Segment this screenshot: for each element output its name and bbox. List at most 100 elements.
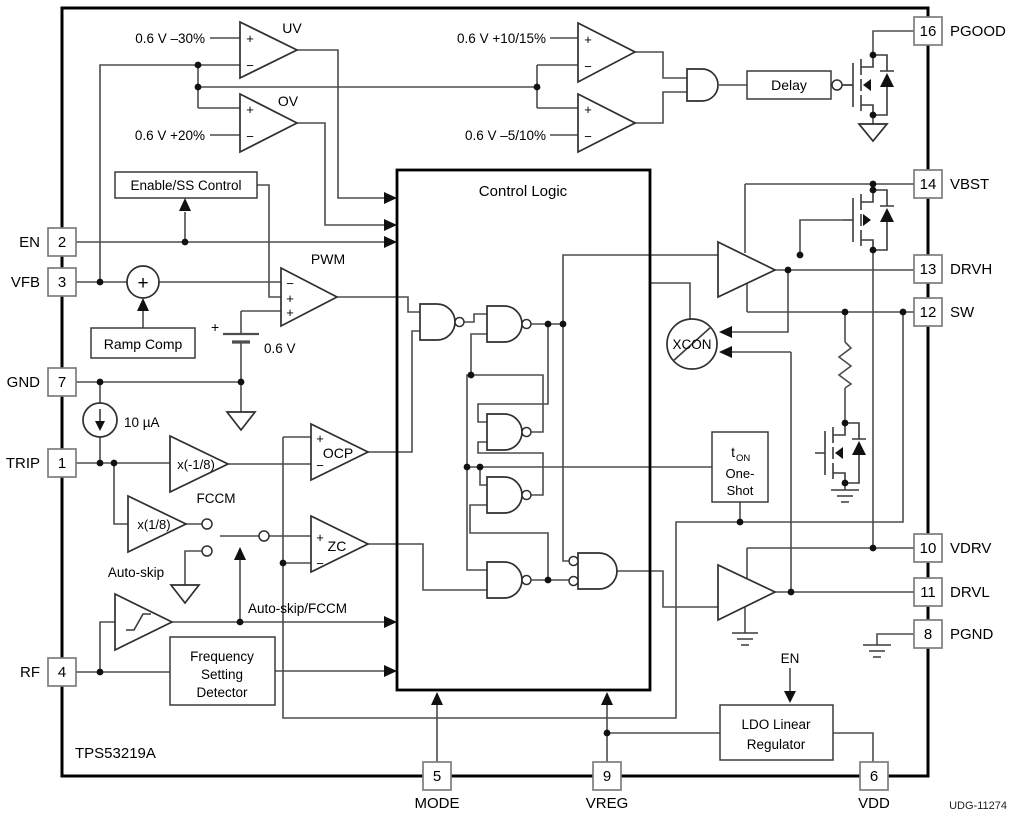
pin-drvl: 11 DRVL: [913, 577, 990, 607]
pin-gnd: 7 GND: [7, 367, 77, 397]
pin-vfb: 3 VFB: [11, 267, 77, 297]
pin-drvl-number: 11: [920, 584, 936, 601]
arrowheads: [137, 192, 796, 705]
pin-sw: 12 SW: [913, 297, 975, 327]
ground-icon-sw-fet: [831, 489, 859, 503]
pin-mode: 5 MODE: [415, 761, 460, 812]
zc-minus: −: [316, 556, 324, 571]
nmos-sw-icon: [815, 419, 866, 487]
low-side-driver: [717, 563, 777, 622]
pin-vbst: 14 VBST: [913, 169, 989, 199]
pin-trip-number: 1: [58, 455, 66, 472]
freq-label-2: Setting: [201, 667, 243, 682]
pin-drvh-name: DRVH: [950, 261, 992, 278]
ground-icon-gnd: [225, 411, 257, 432]
ocp-gain-amp: x(-1/8): [169, 434, 230, 494]
pin-vdrv-name: VDRV: [950, 540, 991, 557]
fccm-label: FCCM: [197, 491, 236, 506]
ocp-plus: +: [316, 431, 324, 446]
pwm-plus1: +: [286, 291, 294, 306]
hysteresis-icon: [126, 613, 151, 631]
ground-icons: [169, 123, 891, 658]
ramp-comp-block: Ramp Comp: [90, 327, 196, 359]
en-internal-label: EN: [781, 651, 800, 666]
pin-vfb-name: VFB: [11, 274, 40, 291]
ov-threshold-label: 0.6 V +20%: [135, 128, 205, 143]
ton-line2: One-: [726, 466, 755, 481]
zc-comparator: ZC + −: [310, 514, 370, 574]
pin-vbst-name: VBST: [950, 176, 989, 193]
uv-label: UV: [282, 20, 302, 36]
pin-en: 2 EN: [19, 227, 77, 257]
pgood-ov-comparator: + −: [577, 21, 637, 84]
pin-gnd-name: GND: [7, 374, 41, 391]
pin-pgnd-name: PGND: [950, 626, 994, 643]
delay-label: Delay: [771, 77, 807, 93]
pin-vdrv-number: 10: [920, 540, 937, 557]
zc-gain-amp: x(1/8): [127, 494, 188, 554]
battery-plus: +: [211, 319, 219, 335]
bias-current-label: 10 µA: [124, 415, 160, 430]
pin-vbst-number: 14: [920, 176, 937, 193]
pin-vdrv: 10 VDRV: [913, 533, 991, 563]
pins: 2 EN 3 VFB 7 GND 1 TRIP 4 RF 16 PGOOD: [6, 16, 1006, 812]
pin-vreg-name: VREG: [586, 795, 629, 812]
pin-sw-number: 12: [920, 304, 937, 321]
pin-vreg: 9 VREG: [586, 761, 629, 812]
ramp-comp-label: Ramp Comp: [104, 336, 183, 352]
pg-lower-threshold-label: 0.6 V –5/10%: [465, 128, 546, 143]
pin-trip: 1 TRIP: [6, 448, 77, 478]
ov-label: OV: [278, 93, 299, 109]
pin-pgood: 16 PGOOD: [913, 16, 1006, 46]
ocp-gain-label: x(-1/8): [177, 457, 215, 472]
pg-uv-minus: −: [584, 129, 592, 144]
pin-rf-number: 4: [58, 664, 66, 681]
pin-vdd-name: VDD: [858, 795, 890, 812]
ov-minus: −: [246, 129, 254, 144]
pin-drvl-name: DRVL: [950, 584, 990, 601]
vref-label: 0.6 V: [264, 341, 296, 356]
ton-sub: ON: [736, 453, 750, 464]
pin-rf: 4 RF: [20, 657, 77, 687]
inverter-bubble: [831, 79, 843, 91]
pwm-label: PWM: [311, 251, 345, 267]
auto-skip-label: Auto-skip: [108, 565, 164, 580]
ocp-minus: −: [316, 458, 324, 473]
part-number: TPS53219A: [75, 745, 156, 762]
auto-skip-fccm-label: Auto-skip/FCCM: [248, 601, 347, 616]
pin-mode-name: MODE: [415, 795, 460, 812]
pin-pgnd-number: 8: [924, 626, 932, 643]
pin-gnd-number: 7: [58, 374, 66, 391]
ocp-label: OCP: [323, 445, 353, 461]
pg-ov-minus: −: [584, 59, 592, 74]
delay-block: Delay: [746, 70, 843, 100]
uv-minus: −: [246, 58, 254, 73]
xcon-block: XCON: [666, 318, 718, 370]
nmos-pgood-icon: [843, 51, 894, 119]
drawing-id: UDG-11274: [949, 800, 1007, 812]
ground-icon-pgood-fet: [857, 123, 889, 143]
current-source-icon: 10 µA: [82, 402, 160, 438]
junction-dots: [96, 61, 907, 737]
pin-vdd-number: 6: [870, 768, 878, 785]
control-logic-label: Control Logic: [479, 183, 568, 200]
pin-sw-name: SW: [950, 304, 975, 321]
pg-uv-plus: +: [584, 102, 592, 117]
ocp-comparator: OCP + −: [310, 422, 370, 482]
ldo-block: LDO Linear Regulator: [719, 704, 834, 761]
pin-pgood-name: PGOOD: [950, 23, 1006, 40]
sum-plus: +: [137, 273, 148, 294]
pin-vdd: 6 VDD: [858, 761, 890, 812]
uv-comparator: UV + −: [239, 20, 302, 80]
pin-vreg-number: 9: [603, 768, 611, 785]
pg-upper-threshold-label: 0.6 V +10/15%: [457, 31, 546, 46]
ton-t: t: [731, 444, 735, 460]
zc-label: ZC: [328, 538, 347, 554]
pin-en-number: 2: [58, 234, 66, 251]
ov-plus: +: [246, 102, 254, 117]
hysteresis-buffer: [114, 592, 174, 652]
summing-node: +: [126, 265, 160, 299]
zc-gain-label: x(1/8): [137, 517, 170, 532]
